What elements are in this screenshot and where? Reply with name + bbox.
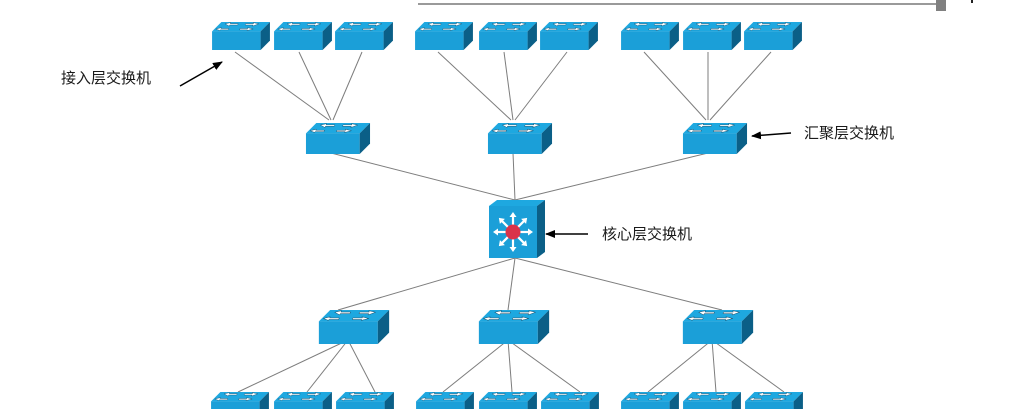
links-layer (234, 51, 785, 393)
link-aggregation-switch-1-core (330, 152, 516, 201)
access-switch-15-icon[interactable] (540, 392, 600, 409)
link-access-switch-7 (643, 51, 707, 121)
access-switch-7-icon[interactable] (620, 22, 680, 50)
link-access-switch-3 (332, 51, 363, 121)
core-center-dot (505, 224, 521, 240)
access-switch-17-icon[interactable] (682, 392, 742, 409)
link-access-switch-9 (709, 51, 772, 121)
aggregation-switch-6-icon[interactable] (682, 310, 754, 344)
link-access-switch-17 (711, 339, 717, 393)
link-aggregation-switch-3-core (514, 152, 709, 201)
link-access-switch-13 (442, 339, 509, 393)
access-switch-5-icon[interactable] (478, 22, 538, 50)
access-switch-4-icon[interactable] (414, 22, 474, 50)
link-access-switch-14 (507, 339, 513, 393)
access-switch-11-icon[interactable] (273, 392, 333, 409)
access-switch-9-icon[interactable] (743, 22, 803, 50)
access-switch-2-icon[interactable] (273, 22, 333, 50)
access-switch-18-icon[interactable] (744, 392, 804, 409)
access-switch-3-icon[interactable] (334, 22, 394, 50)
link-access-switch-12 (347, 339, 376, 393)
access-switch-10-icon[interactable] (210, 392, 270, 409)
access-label-pointer (179, 61, 223, 87)
aggregation-switch-1-icon[interactable] (305, 123, 371, 154)
link-access-switch-4 (437, 51, 512, 121)
access-switch-6-icon[interactable] (539, 22, 599, 50)
link-access-switch-5 (503, 51, 514, 121)
link-access-switch-6 (514, 51, 568, 121)
multilayer-switch-icon[interactable] (489, 200, 545, 258)
link-core-aggregation-switch-5 (507, 257, 516, 311)
link-access-switch-2 (298, 51, 332, 121)
header-mark (971, 0, 973, 3)
access-switch-8-icon[interactable] (682, 22, 742, 50)
aggregation-switch-5-icon[interactable] (478, 310, 550, 344)
link-access-switch-11 (306, 339, 349, 393)
link-access-switch-15 (507, 339, 581, 393)
aggregation-switch-4-icon[interactable] (318, 310, 390, 344)
nodes-layer (210, 22, 804, 409)
link-core-aggregation-switch-6 (514, 257, 723, 311)
aggregation-switch-2-icon[interactable] (487, 123, 553, 154)
link-access-switch-1 (234, 51, 330, 121)
header-tab (936, 0, 946, 11)
aggregation-label-pointer (751, 131, 792, 140)
link-access-switch-18 (711, 339, 785, 393)
access-switch-12-icon[interactable] (335, 392, 395, 409)
access-switch-1-icon[interactable] (211, 22, 271, 50)
aggregation-switch-3-icon[interactable] (682, 123, 748, 154)
access-layer-label: 接入层交换机 (61, 69, 151, 87)
link-access-switch-16 (647, 339, 713, 393)
core-layer-label: 核心层交换机 (602, 225, 692, 243)
link-core-aggregation-switch-4 (337, 257, 516, 311)
aggregation-layer-label: 汇聚层交换机 (804, 124, 894, 142)
access-switch-14-icon[interactable] (478, 392, 538, 409)
access-switch-16-icon[interactable] (620, 392, 680, 409)
link-aggregation-switch-2-core (512, 152, 516, 201)
link-access-switch-10 (237, 339, 349, 393)
access-switch-13-icon[interactable] (415, 392, 475, 409)
